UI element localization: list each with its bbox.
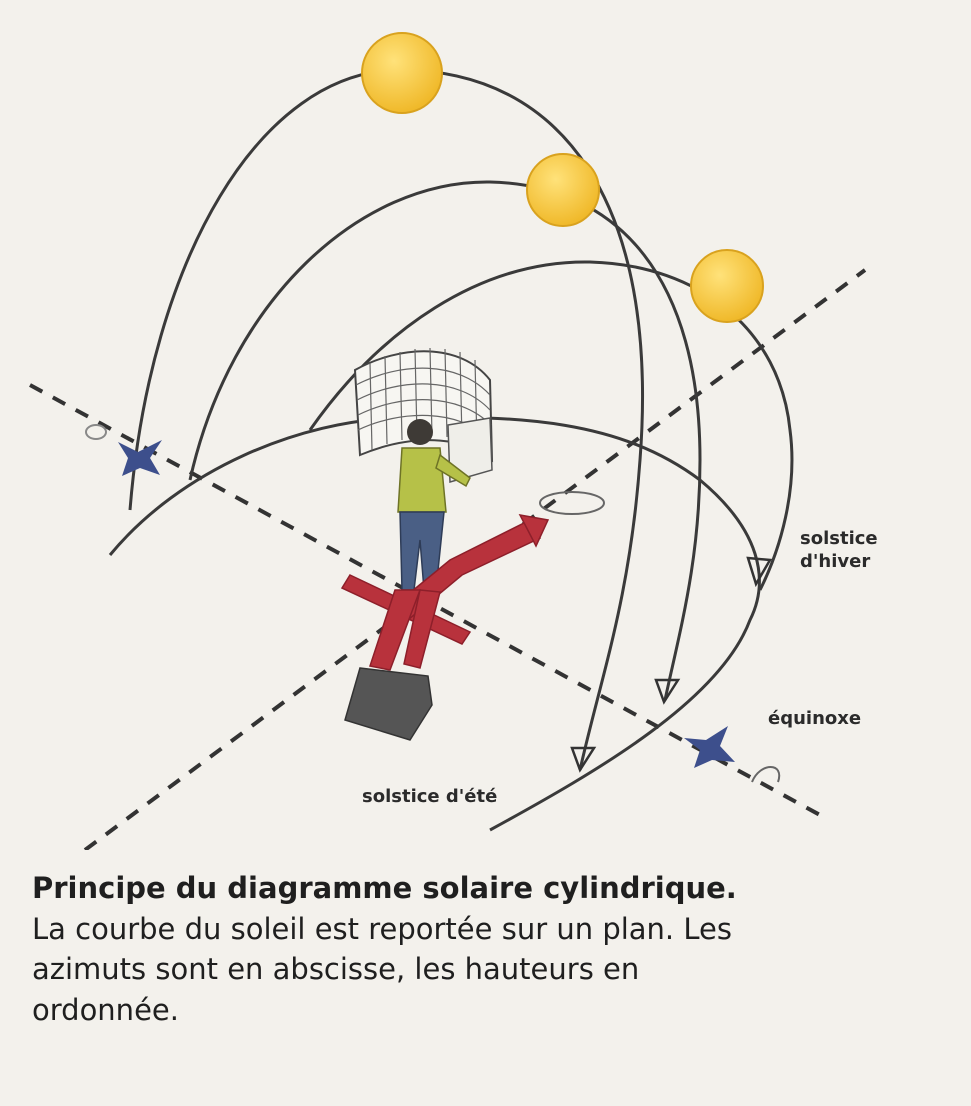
- summer-arrowhead: [570, 746, 597, 773]
- sun-winter: [690, 249, 764, 323]
- north-south-axis: [83, 268, 867, 850]
- solar-path-diagram: [29, 32, 867, 850]
- observer-person: [397, 419, 471, 591]
- cylindrical-grid: [353, 347, 494, 483]
- label-winter-solstice: solstice d'hiver: [800, 528, 878, 572]
- equinox-arrowhead: [654, 678, 681, 705]
- horizon-curve: [108, 415, 761, 832]
- summer-solstice-arc: [128, 68, 645, 771]
- winter-arrowhead: [746, 556, 773, 588]
- figure-caption: Principe du diagramme solaire cylindriqu…: [32, 868, 752, 1030]
- mark-east: [751, 766, 781, 783]
- sun-summer: [361, 32, 443, 114]
- caption-title: Principe du diagramme solaire cylindriqu…: [32, 871, 737, 905]
- compass-arrows: [340, 513, 550, 671]
- mark-west: [85, 424, 107, 440]
- equinox-arc: [188, 180, 702, 701]
- label-equinox: équinoxe: [768, 708, 862, 729]
- mark-north: [539, 491, 605, 515]
- star-west: [118, 440, 162, 476]
- ground-block: [344, 667, 433, 741]
- label-summer-solstice: solstice d'été: [362, 786, 498, 807]
- sun-equinox: [526, 153, 600, 227]
- caption-body: La courbe du soleil est reportée sur un …: [32, 911, 732, 1027]
- winter-solstice-arc: [308, 260, 794, 591]
- star-east: [684, 726, 735, 768]
